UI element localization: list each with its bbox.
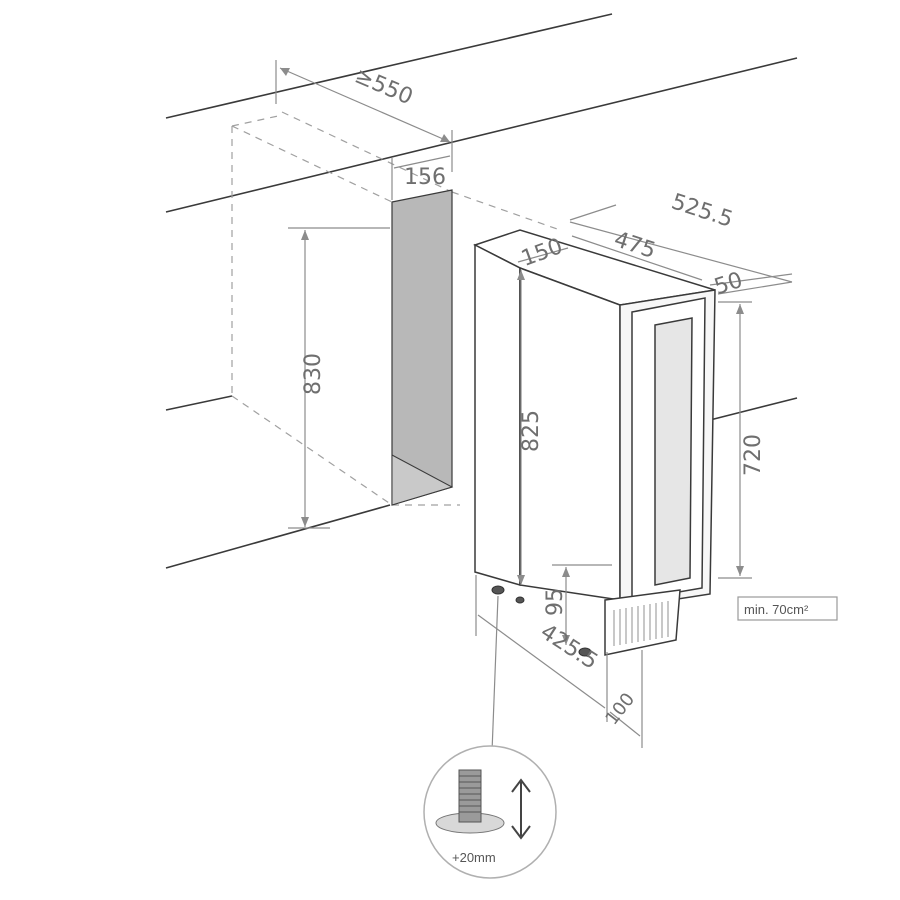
foot-back	[515, 596, 525, 604]
counter-bottom-left-line	[165, 395, 233, 411]
plinth-grille	[604, 589, 681, 656]
arrowheads	[280, 68, 744, 645]
ventilation-note-box	[737, 596, 838, 621]
cabinet-side	[474, 243, 521, 586]
counter-lines	[165, 13, 798, 569]
plinth-height-label: 95	[543, 588, 568, 616]
grille-vents	[613, 601, 669, 646]
niche-floor-panel	[391, 454, 454, 506]
door-height-label: 720	[741, 434, 766, 476]
body-depth-label: 475	[611, 227, 659, 264]
niche-height-label: 830	[301, 353, 326, 395]
detail-circle	[423, 745, 557, 879]
niche-side-panel	[391, 189, 453, 506]
niche-dashed-outline	[231, 111, 561, 506]
foot-right	[578, 647, 592, 657]
floor-line	[165, 504, 391, 569]
depth-total-label: 525.5	[668, 189, 736, 232]
niche-width-label: 156	[404, 165, 446, 190]
feet	[491, 585, 592, 657]
foot-left	[491, 585, 505, 595]
dimension-lines	[275, 60, 793, 753]
door-glass	[654, 317, 693, 586]
counter-top-back-line	[165, 13, 613, 119]
foot-thread	[458, 769, 482, 823]
foot-detail: +20mm	[423, 745, 557, 879]
base-depth-label: 425.5	[536, 620, 602, 675]
counter-top-front-line	[165, 57, 798, 213]
adjust-arrow-icon	[511, 778, 531, 840]
door-depth-label: 50	[711, 268, 745, 300]
wine-cooler	[473, 229, 716, 656]
appliance-height-label: 825	[519, 410, 544, 452]
ventilation-note: min. 70cm²	[744, 602, 809, 617]
counter-bottom-right-line	[709, 397, 798, 421]
foot-adjust-label: +20mm	[452, 850, 496, 865]
